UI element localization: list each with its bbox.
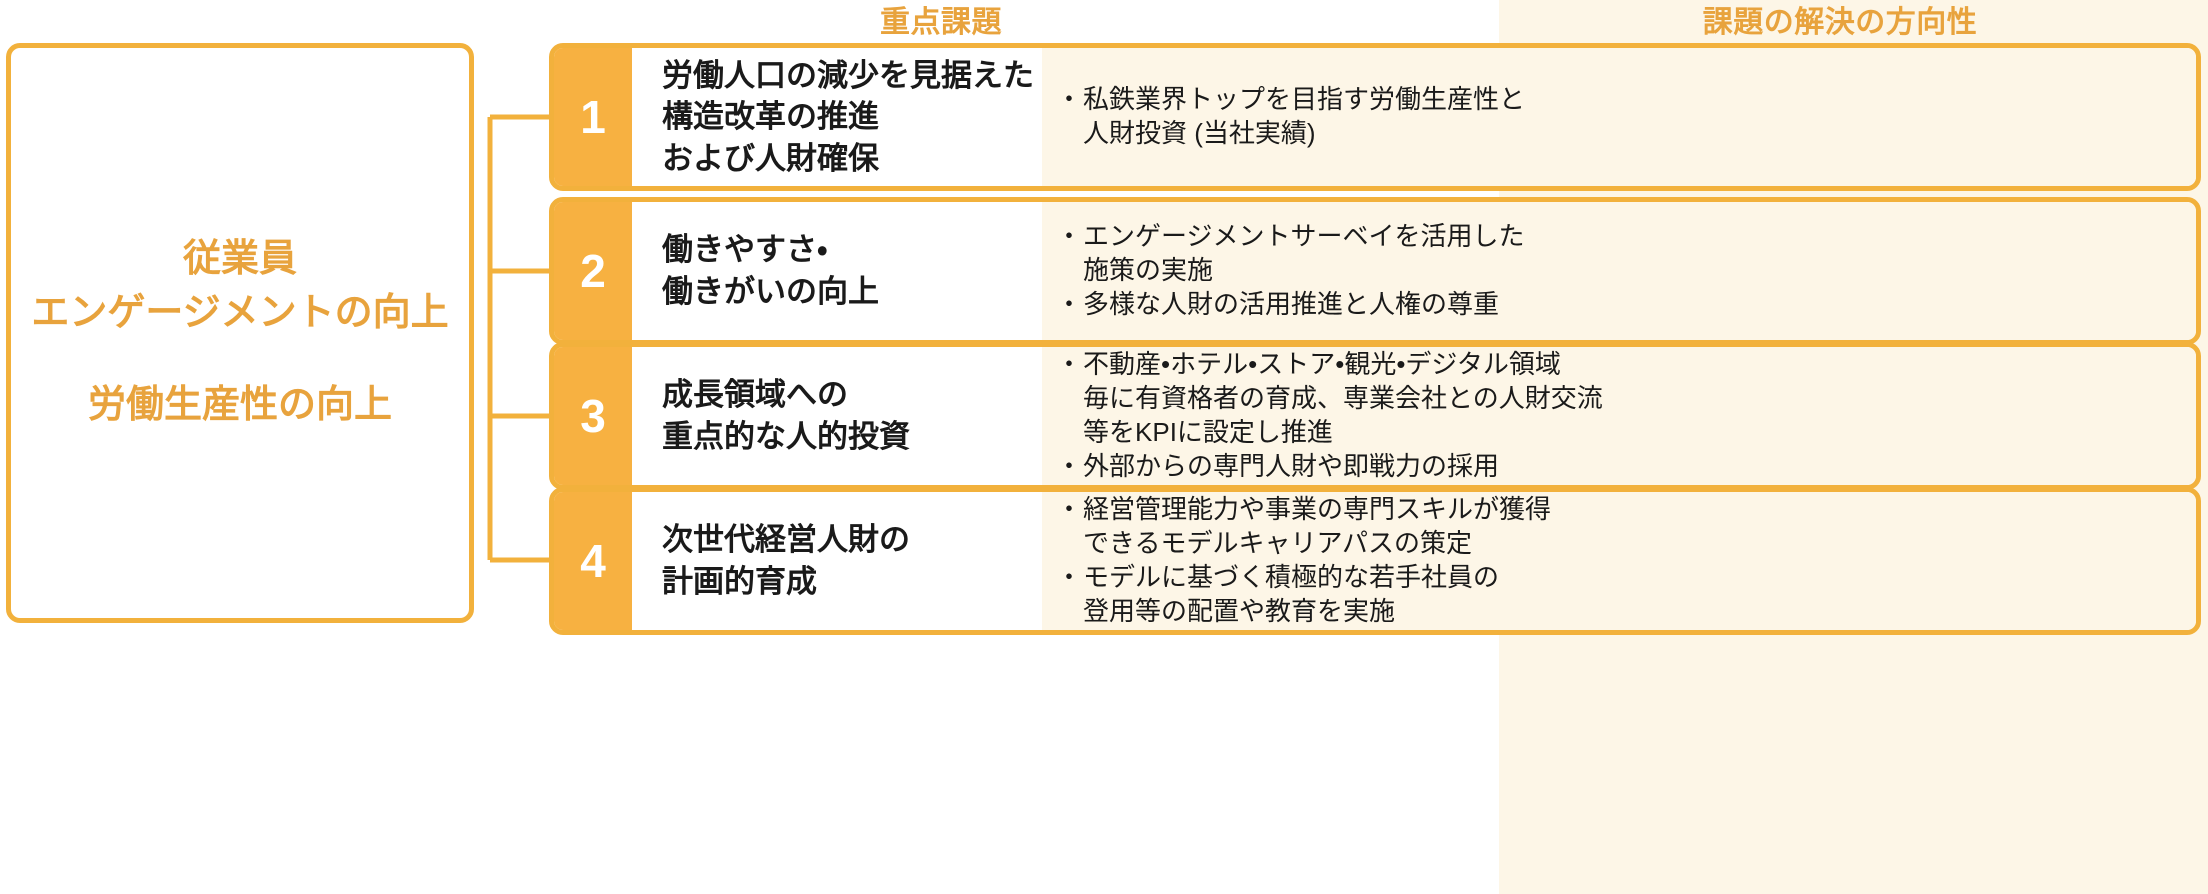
- bullet-point-icon: ・: [1056, 84, 1083, 115]
- direction-text: 多様な人財の活用推進と人権の尊重: [1083, 288, 1500, 319]
- direction-text: 経営管理能力や事業の専門スキルが獲得 できるモデルキャリアパスの策定: [1083, 494, 1552, 559]
- goal-line-productivity: 労働生産性の向上: [87, 383, 392, 426]
- issue-title-4: 次世代経営人財の 計画的育成: [632, 492, 1042, 630]
- issue-number-4: 4: [554, 492, 632, 630]
- direction-bullet: ・ 私鉄業界トップを目指す労働生産性と 人財投資 (当社実績): [1056, 83, 2178, 151]
- issue-title-3: 成長領域への 重点的な人的投資: [632, 347, 1042, 485]
- goal-line-engagement: 従業員 エンゲージメントの向上: [31, 238, 449, 335]
- column-headers: 重点課題 課題の解決の方向性: [0, 0, 2208, 46]
- issue-row-2[interactable]: 2 働きやすさ・ 働きがいの向上 ・ エンゲージメントサーベイを活用した 施策の…: [549, 197, 2201, 345]
- direction-text: 不動産•ホテル•ストア•観光•デジタル領域 毎に有資格者の育成、専業会社との人財…: [1083, 349, 1603, 447]
- direction-bullet: ・ 経営管理能力や事業の専門スキルが獲得 できるモデルキャリアパスの策定: [1056, 493, 2178, 561]
- issue-directions-1: ・ 私鉄業界トップを目指す労働生産性と 人財投資 (当社実績): [1042, 48, 2196, 186]
- issue-title-1: 労働人口の減少を見据えた 構造改革の推進 および人財確保: [632, 48, 1042, 186]
- direction-bullet: ・ モデルに基づく積極的な若手社員の 登用等の配置や教育を実施: [1056, 561, 2178, 629]
- connector-bracket: [487, 114, 554, 563]
- direction-text: エンゲージメントサーベイを活用した 施策の実施: [1083, 221, 1525, 286]
- direction-bullet: ・ 不動産•ホテル•ストア•観光•デジタル領域 毎に有資格者の育成、専業会社との…: [1056, 348, 2178, 449]
- issue-row-4[interactable]: 4 次世代経営人財の 計画的育成 ・ 経営管理能力や事業の専門スキルが獲得 でき…: [549, 487, 2201, 635]
- issue-directions-2: ・ エンゲージメントサーベイを活用した 施策の実施 ・ 多様な人財の活用推進と人…: [1042, 202, 2196, 340]
- direction-bullet: ・ 外部からの専門人財や即戦力の採用: [1056, 450, 2178, 484]
- direction-text: モデルに基づく積極的な若手社員の 登用等の配置や教育を実施: [1083, 562, 1500, 626]
- direction-text: 外部からの専門人財や即戦力の採用: [1083, 450, 1500, 481]
- header-focus-issues: 重点課題: [880, 6, 1002, 39]
- issue-number-2: 2: [554, 202, 632, 340]
- issue-row-3[interactable]: 3 成長領域への 重点的な人的投資 ・ 不動産•ホテル•ストア•観光•デジタル領…: [549, 342, 2201, 490]
- issue-number-3: 3: [554, 347, 632, 485]
- bullet-point-icon: ・: [1056, 349, 1083, 380]
- bullet-point-icon: ・: [1056, 221, 1083, 252]
- issue-directions-3: ・ 不動産•ホテル•ストア•観光•デジタル領域 毎に有資格者の育成、専業会社との…: [1042, 347, 2196, 485]
- issue-number-1: 1: [554, 48, 632, 186]
- issue-row-1[interactable]: 1 労働人口の減少を見据えた 構造改革の推進 および人財確保 ・ 私鉄業界トップ…: [549, 43, 2201, 191]
- bullet-point-icon: ・: [1056, 494, 1083, 525]
- direction-bullet: ・ エンゲージメントサーベイを活用した 施策の実施: [1056, 220, 2178, 288]
- issue-title-2: 働きやすさ・ 働きがいの向上: [632, 202, 1042, 340]
- bullet-point-icon: ・: [1056, 288, 1083, 319]
- direction-text: 私鉄業界トップを目指す労働生産性と 人財投資 (当社実績): [1083, 84, 1526, 148]
- header-solution-direction: 課題の解決の方向性: [1702, 6, 1978, 39]
- overall-goal-box: 従業員 エンゲージメントの向上 労働生産性の向上: [6, 43, 474, 623]
- issue-directions-4: ・ 経営管理能力や事業の専門スキルが獲得 できるモデルキャリアパスの策定 ・ モ…: [1042, 492, 2196, 630]
- bullet-point-icon: ・: [1056, 562, 1083, 592]
- direction-bullet: ・ 多様な人財の活用推進と人権の尊重: [1056, 288, 2178, 322]
- bullet-point-icon: ・: [1056, 450, 1083, 481]
